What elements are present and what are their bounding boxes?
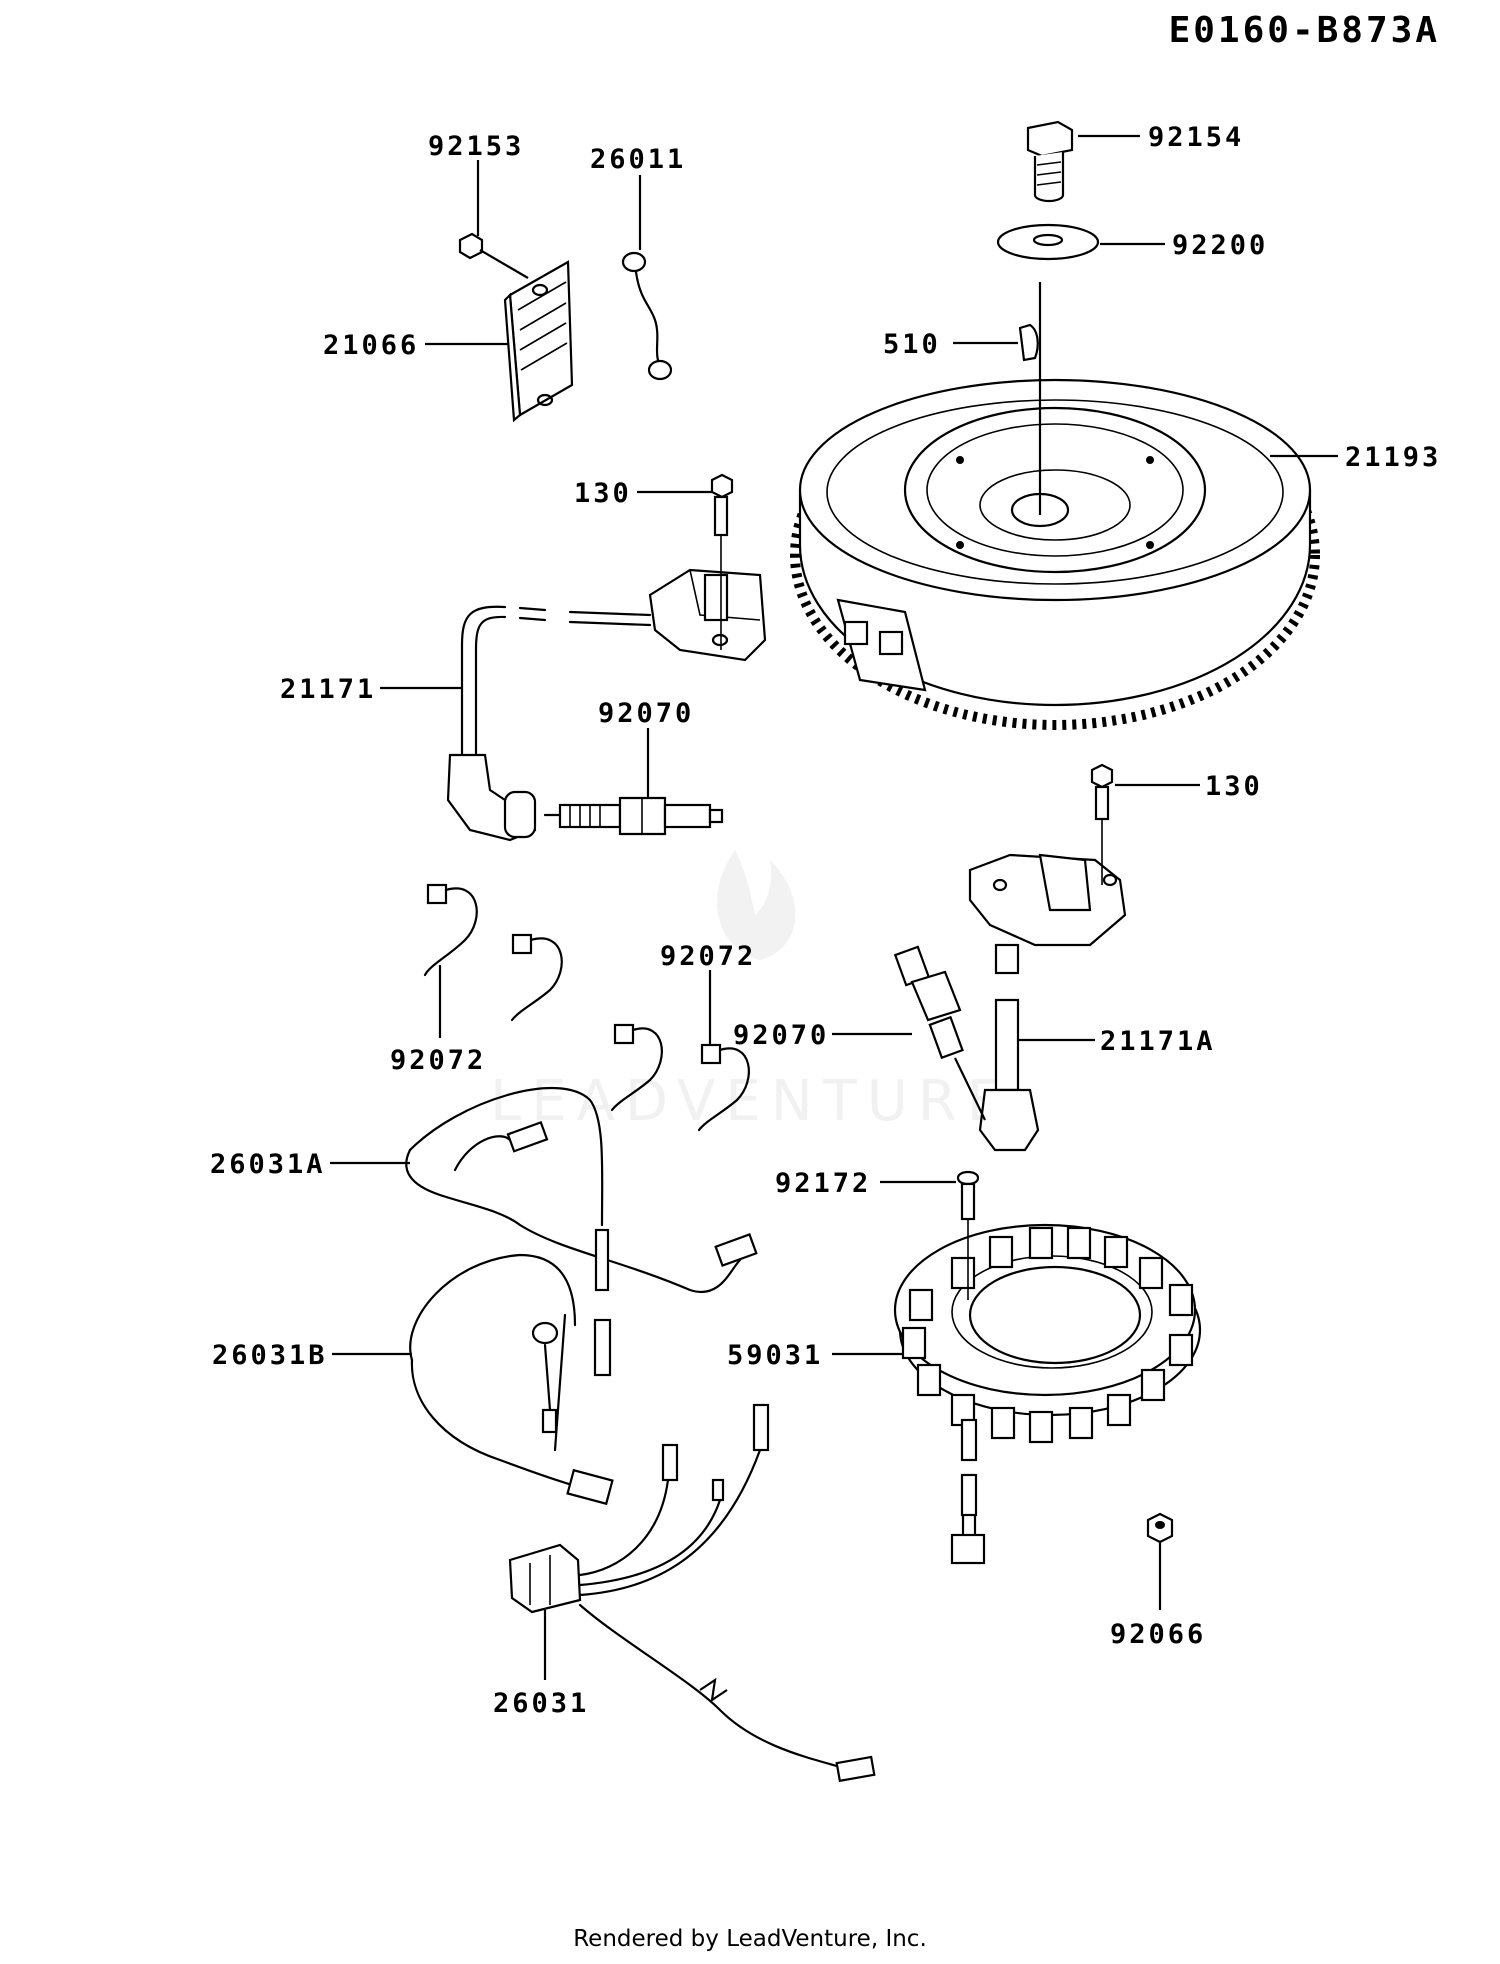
part-label: 21171 <box>280 674 376 705</box>
spark-plug-lower <box>893 945 986 1121</box>
watermark-text: LEADVENTURE <box>490 1069 1012 1134</box>
watermark-logo: LEADVENTURE <box>490 850 1012 1134</box>
part-label: 21066 <box>323 330 419 361</box>
spark-plug-upper <box>543 796 724 836</box>
regulator-screw <box>458 232 529 279</box>
part-label: 59031 <box>727 1340 823 1371</box>
nut <box>1146 1512 1174 1544</box>
flywheel-bolt <box>1026 120 1074 203</box>
stator <box>893 1170 1202 1565</box>
part-label: 92072 <box>390 1045 486 1076</box>
harness-26031 <box>508 1403 876 1783</box>
part-label: 21193 <box>1345 442 1441 473</box>
ignition-coil-21171A <box>968 763 1127 1152</box>
footer-credit: Rendered by LeadVenture, Inc. <box>573 1926 927 1952</box>
leader-lines <box>330 134 1338 1680</box>
part-label: 510 <box>883 329 941 360</box>
flywheel-washer <box>996 223 1100 261</box>
part-label: 26031A <box>210 1149 326 1180</box>
part-labels: 92154 92200 510 21193 92153 26011 21066 … <box>210 122 1441 1719</box>
part-label: 92070 <box>598 698 694 729</box>
part-label: 130 <box>574 478 632 509</box>
part-label: 92153 <box>428 131 524 162</box>
part-label: 92154 <box>1148 122 1244 153</box>
part-label: 92200 <box>1172 230 1268 261</box>
part-label: 92066 <box>1110 1619 1206 1650</box>
part-label: 130 <box>1205 771 1263 802</box>
ignition-coil-21171 <box>446 473 767 842</box>
part-label: 21171A <box>1100 1026 1216 1057</box>
harness-26031B <box>409 1253 614 1506</box>
part-label: 26011 <box>590 144 686 175</box>
wire-clips <box>423 883 750 1132</box>
harness-26031A <box>405 1086 758 1294</box>
flywheel-key <box>1018 282 1042 515</box>
part-label: 92070 <box>733 1020 829 1051</box>
part-label: 26031B <box>212 1340 328 1371</box>
regulator <box>503 260 574 423</box>
ground-lead <box>621 251 673 381</box>
part-label: 92172 <box>775 1168 871 1199</box>
part-label: 26031 <box>493 1688 589 1719</box>
diagram-code: E0160-B873A <box>1169 10 1440 51</box>
part-label: 92072 <box>660 941 756 972</box>
flywheel <box>790 378 1320 730</box>
